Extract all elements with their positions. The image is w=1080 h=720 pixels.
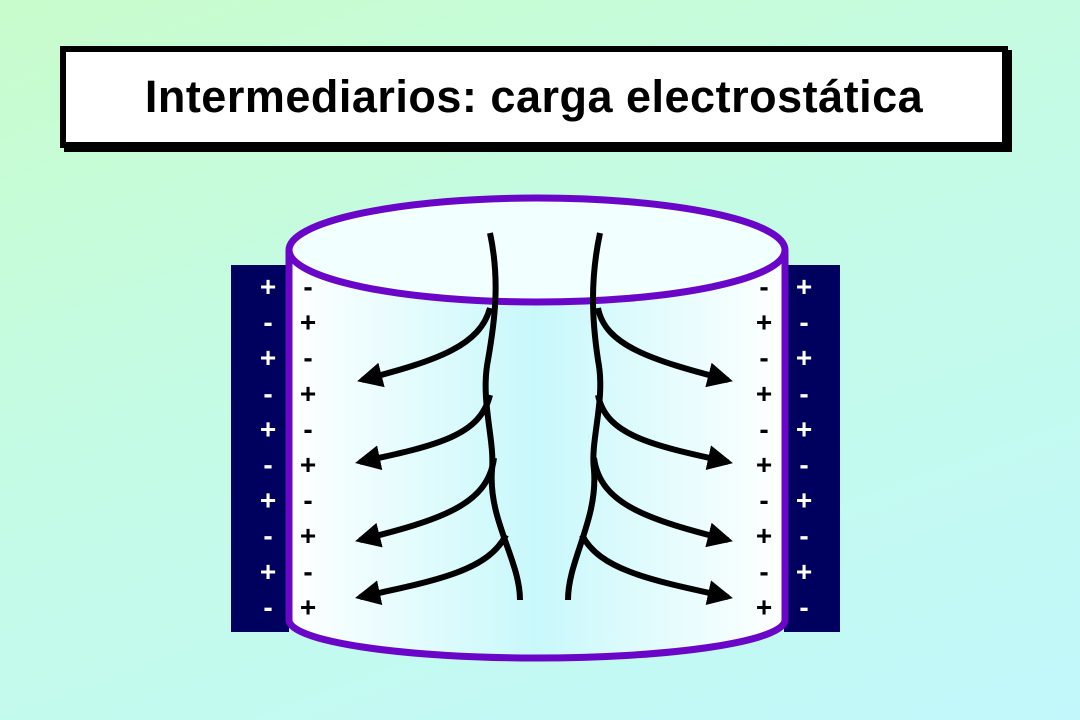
right-plate-charge: + [796, 556, 812, 587]
cylinder-body [289, 250, 785, 658]
right-plate-charge: + [796, 342, 812, 373]
right-inner-charge: - [759, 485, 768, 516]
left-arrow-2 [355, 394, 493, 471]
left-inner-charge: - [303, 556, 312, 587]
left-inner-charge: + [300, 307, 316, 338]
left-inner-charge: + [300, 378, 316, 409]
right-plate-charge: - [799, 307, 808, 338]
left-inner-charge: - [303, 342, 312, 373]
right-inner-charge: - [759, 342, 768, 373]
right-arrow-4 [579, 533, 733, 606]
left-arrow-1 [357, 307, 493, 388]
left-plate-charge: + [260, 342, 276, 373]
charge-labels: +-+-+-+-+--+-+-+-+-+-+-+-+-+-++-+-+-+-+- [260, 271, 812, 622]
left-arrow-4 [355, 533, 509, 606]
right-plate-charge: + [796, 485, 812, 516]
right-plate-charge: - [799, 378, 808, 409]
cylinder-top [285, 194, 789, 306]
cylinder-bottom-rim [285, 619, 789, 662]
left-inner-charge: + [300, 449, 316, 480]
left-plate-charge: - [263, 591, 272, 622]
right-inner-charge: + [756, 449, 772, 480]
left-inner-charge: - [303, 485, 312, 516]
left-plate-charge: - [263, 520, 272, 551]
left-plate-charge: + [260, 413, 276, 444]
left-plate-charge: - [263, 449, 272, 480]
left-inner-charge: - [303, 413, 312, 444]
left-inner-charge: - [303, 271, 312, 302]
left-plate-charge: + [260, 271, 276, 302]
right-plate-charge: + [796, 413, 812, 444]
right-plate-charge: - [799, 591, 808, 622]
title-box: Intermediarios: carga electrostática [60, 46, 1008, 148]
right-plate-charge: - [799, 449, 808, 480]
left-inner-charge: + [300, 591, 316, 622]
right-plate-charge: + [796, 271, 812, 302]
right-inner-charge: + [756, 378, 772, 409]
left-arrow-3 [355, 457, 497, 548]
right-arrow-3 [591, 457, 733, 548]
right-inner-charge: + [756, 307, 772, 338]
left-plate [231, 265, 289, 632]
left-plate-charge: + [260, 485, 276, 516]
left-inner-charge: + [300, 520, 316, 551]
right-inner-charge: - [759, 271, 768, 302]
page-title: Intermediarios: carga electrostática [144, 71, 924, 122]
right-arrow-2 [595, 394, 733, 471]
right-inner-charge: + [756, 591, 772, 622]
right-inner-charge: + [756, 520, 772, 551]
right-inner-charge: - [759, 556, 768, 587]
left-plate-charge: - [263, 378, 272, 409]
right-arrow-1 [595, 307, 733, 388]
left-plate-charge: - [263, 307, 272, 338]
right-plate [784, 265, 840, 632]
right-plate-charge: - [799, 520, 808, 551]
right-inner-charge: - [759, 413, 768, 444]
left-plate-charge: + [260, 556, 276, 587]
